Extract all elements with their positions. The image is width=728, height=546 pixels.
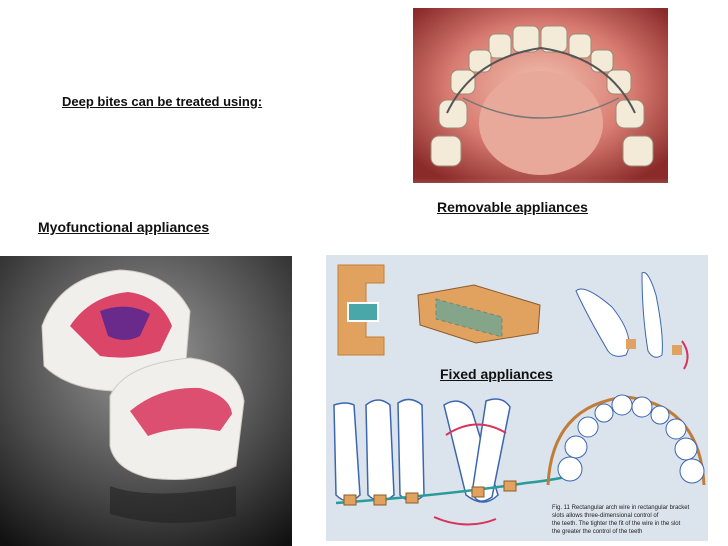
fixed-appliances-label: Fixed appliances bbox=[440, 366, 553, 382]
fixed-appliance-diagram: Fig. 11 Rectangular arch wire in rectang… bbox=[326, 255, 708, 541]
caption-line-3: the teeth. The tighter the fit of the wi… bbox=[552, 521, 681, 527]
removable-appliances-label: Removable appliances bbox=[437, 199, 588, 215]
caption-line-2: slots allows three-dimensional control o… bbox=[552, 513, 659, 519]
caption-line-4: the greater the control of the teeth bbox=[552, 529, 642, 535]
removable-appliance-photo bbox=[413, 8, 668, 220]
intro-heading: Deep bites can be treated using: bbox=[62, 94, 263, 109]
myofunctional-appliances-label: Myofunctional appliances bbox=[38, 219, 210, 235]
myofunctional-appliance-photo bbox=[0, 256, 292, 546]
caption-line-1: Fig. 11 Rectangular arch wire in rectang… bbox=[552, 505, 690, 511]
